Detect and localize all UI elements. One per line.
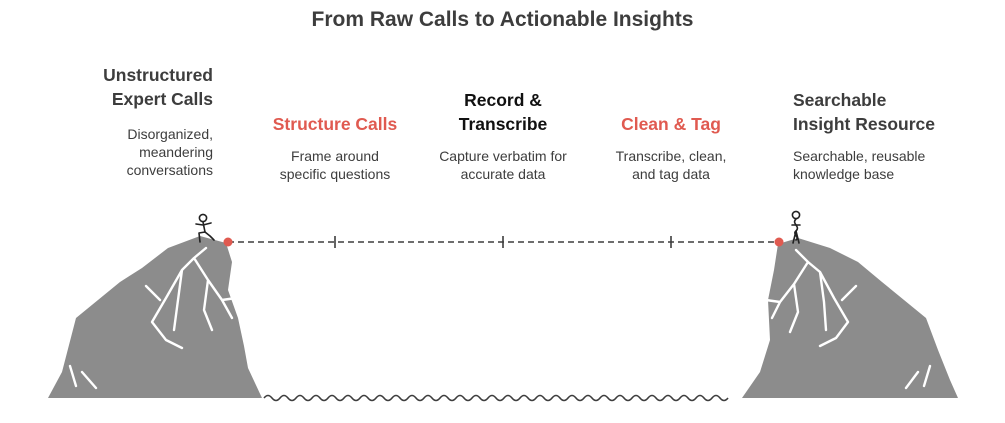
step-3-description-line-2: and tag data bbox=[632, 166, 710, 182]
end-heading-line-2: Insight Resource bbox=[793, 114, 935, 134]
end-description-line-2: knowledge base bbox=[793, 166, 895, 182]
step-3-heading-line-1: Clean & Tag bbox=[621, 114, 721, 134]
step-2-description: Capture verbatim for accurate data bbox=[439, 147, 567, 183]
step-2-heading-line-2: Transcribe bbox=[458, 114, 548, 134]
end-heading: Searchable Insight Resource bbox=[793, 88, 935, 136]
start-description-line-1: Disorganized, bbox=[127, 126, 213, 142]
start-heading-line-2: Expert Calls bbox=[111, 89, 213, 109]
step-1-heading: Structure Calls bbox=[273, 112, 397, 136]
start-description-line-3: conversations bbox=[126, 162, 213, 178]
step-1-heading-line-1: Structure Calls bbox=[272, 114, 398, 134]
start-point-dot bbox=[223, 237, 233, 247]
diagram-title: From Raw Calls to Actionable Insights bbox=[311, 8, 694, 31]
step-1-description-line-1: Frame around bbox=[291, 148, 379, 164]
step-2-description-line-1: Capture verbatim for bbox=[439, 148, 567, 164]
step-1-description: Frame around specific questions bbox=[280, 147, 391, 183]
step-2-description-line-2: accurate data bbox=[460, 166, 546, 182]
end-description: Searchable, reusable knowledge base bbox=[793, 147, 925, 183]
step-3-description: Transcribe, clean, and tag data bbox=[616, 147, 727, 183]
water-waves bbox=[263, 394, 729, 402]
end-point-dot bbox=[774, 237, 784, 247]
step-2-heading-line-1: Record & bbox=[464, 90, 542, 110]
step-2-heading: Record & Transcribe bbox=[459, 88, 548, 136]
left-cliff bbox=[48, 236, 262, 398]
start-heading-line-1: Unstructured bbox=[103, 65, 213, 85]
step-1-description-line-2: specific questions bbox=[279, 166, 391, 182]
step-3-heading: Clean & Tag bbox=[621, 112, 721, 136]
step-3-description-line-1: Transcribe, clean, bbox=[615, 148, 727, 164]
standing-person-icon bbox=[791, 210, 801, 244]
end-heading-line-1: Searchable bbox=[793, 90, 887, 110]
start-description-line-2: meandering bbox=[139, 144, 213, 160]
start-heading: Unstructured Expert Calls bbox=[103, 63, 213, 111]
end-description-line-1: Searchable, reusable bbox=[793, 148, 926, 164]
start-description: Disorganized, meandering conversations bbox=[127, 125, 213, 179]
right-cliff bbox=[742, 238, 958, 398]
walking-person-icon bbox=[195, 213, 215, 243]
